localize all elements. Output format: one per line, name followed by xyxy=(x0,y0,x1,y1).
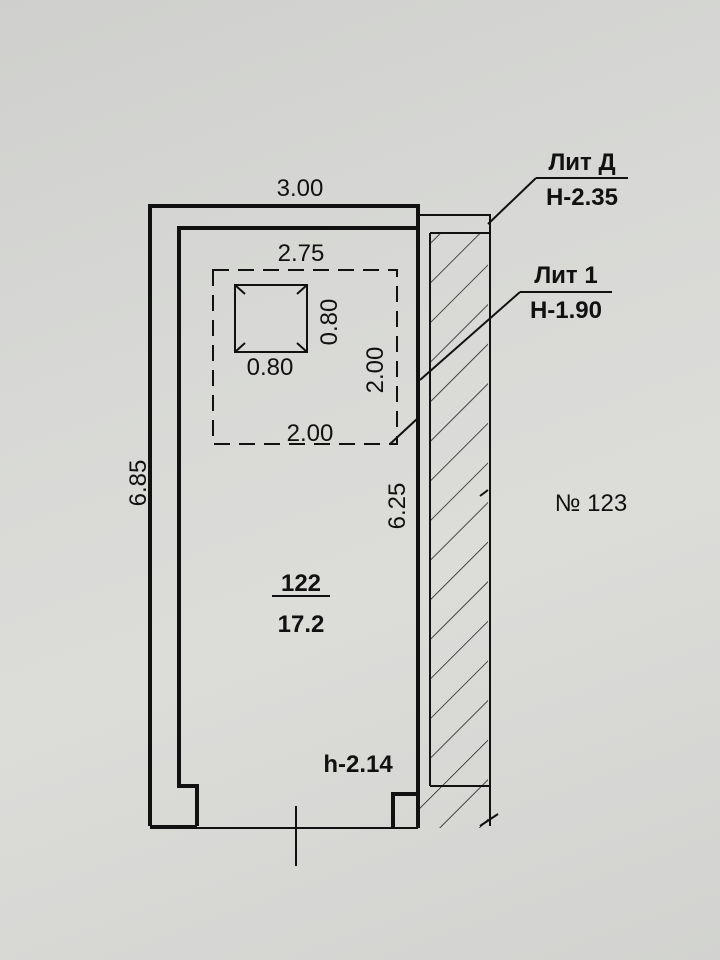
callout-lit-1-name: Лит 1 xyxy=(534,262,597,289)
callout-lit-1-height: Н-1.90 xyxy=(530,297,602,324)
pit-leader xyxy=(389,417,419,445)
callout-lit-d-height: Н-2.35 xyxy=(546,184,618,211)
neighbor-room-label: № 123 xyxy=(555,490,627,517)
room-number: 122 xyxy=(281,570,321,597)
dim-hatch-height: 0.80 xyxy=(316,299,343,346)
callout-lit-d: Лит Д Н-2.35 xyxy=(487,149,628,225)
callout-lit-1: Лит 1 Н-1.90 xyxy=(419,262,612,381)
room-area: 17.2 xyxy=(278,611,325,638)
entrance-tick xyxy=(295,806,499,866)
room-walls xyxy=(148,204,420,829)
dim-pit-width: 2.75 xyxy=(278,240,325,267)
callout-lit-d-name: Лит Д xyxy=(548,149,615,176)
dim-hatch-width: 0.80 xyxy=(247,354,294,381)
dim-outer-length: 6.85 xyxy=(125,460,152,507)
hatched-wall xyxy=(417,214,491,828)
floor-hatch xyxy=(234,284,308,353)
ceiling-height-label: h-2.14 xyxy=(323,751,393,778)
dim-outer-width: 3.00 xyxy=(277,175,324,202)
dim-inner-length: 6.25 xyxy=(384,483,411,530)
inspection-pit-outline xyxy=(212,269,398,445)
dim-pit-bottom: 2.00 xyxy=(287,420,334,447)
dim-pit-depth: 2.00 xyxy=(362,347,389,394)
